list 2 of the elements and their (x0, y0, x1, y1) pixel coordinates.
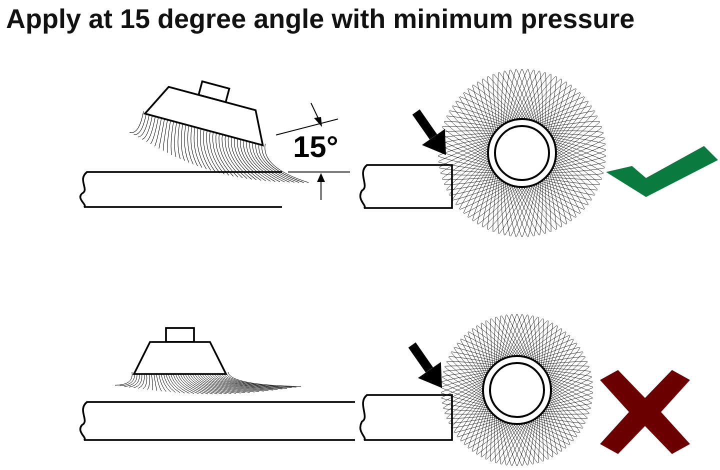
angle-label: 15° (293, 133, 338, 163)
title: Apply at 15 degree angle with minimum pressure (6, 4, 635, 35)
